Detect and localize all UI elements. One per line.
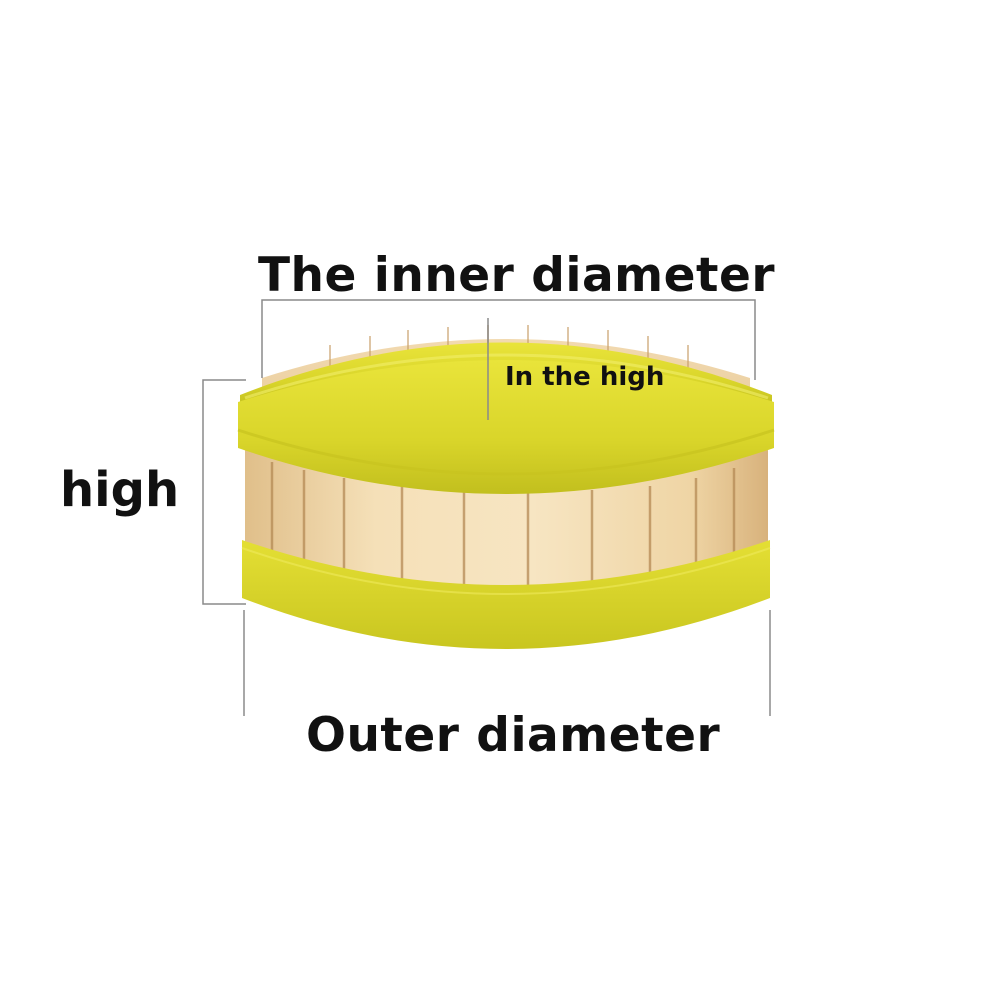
top-band xyxy=(238,360,774,494)
high-label: high xyxy=(60,462,180,518)
high-bracket xyxy=(202,379,246,605)
dimension-lines xyxy=(202,299,771,716)
in-the-high-label: In the high xyxy=(505,362,665,392)
top-rim-back xyxy=(240,342,772,408)
inner-diameter-bracket xyxy=(261,299,756,380)
outer-diameter-label: Outer diameter xyxy=(306,708,721,763)
inner-diameter-label: The inner diameter xyxy=(258,248,776,303)
